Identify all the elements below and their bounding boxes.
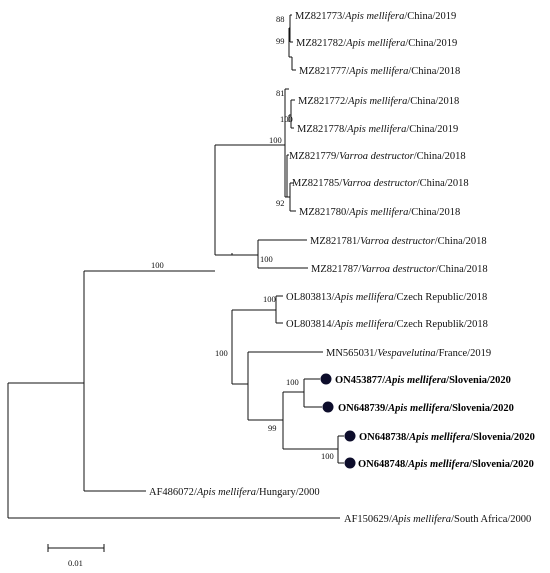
taxon-label-highlighted: ON648748/Apis mellifera/Slovenia/2020 — [358, 459, 534, 470]
slovenia-marker-icon — [320, 373, 332, 385]
taxon-label: MZ821782/Apis mellifera/China/2019 — [296, 38, 457, 49]
taxon-label-highlighted: ON648739/Apis mellifera/Slovenia/2020 — [338, 403, 514, 414]
taxon-label: MZ821773/Apis mellifera/China/2019 — [295, 11, 456, 22]
taxon-label: MZ821772/Apis mellifera/China/2018 — [298, 96, 459, 107]
slovenia-marker-icon — [322, 401, 334, 413]
bootstrap-value: 100 — [260, 254, 273, 264]
taxon-label: MZ821787/Varroa destructor/China/2018 — [311, 264, 488, 275]
bootstrap-value: 100 — [321, 451, 334, 461]
bootstrap-value: 100 — [269, 135, 282, 145]
taxon-label: MZ821785/Varroa destructor/China/2018 — [292, 178, 469, 189]
scale-bar: 0.01 — [68, 558, 83, 568]
bootstrap-value: 99 — [268, 423, 277, 433]
taxon-label-highlighted: ON453877/Apis mellifera/Slovenia/2020 — [335, 375, 511, 386]
taxon-label: AF150629/Apis mellifera/South Africa/200… — [344, 514, 531, 525]
tree-branches — [7, 14, 344, 552]
slovenia-marker-icon — [344, 457, 356, 469]
taxon-label: MN565031/Vespavelutina/France/2019 — [326, 348, 491, 359]
taxon-label: OL803813/Apis mellifera/Czech Republic/2… — [286, 292, 487, 303]
slovenia-marker-icon — [344, 430, 356, 442]
taxon-label: MZ821781/Varroa destructor/China/2018 — [310, 236, 487, 247]
taxon-label-highlighted: ON648738/Apis mellifera/Slovenia/2020 — [359, 432, 535, 443]
bootstrap-value: 92 — [276, 198, 285, 208]
taxon-label: AF486072/Apis mellifera/Hungary/2000 — [149, 487, 320, 498]
taxon-label: OL803814/Apis mellifera/Czech Republik/2… — [286, 319, 488, 330]
bootstrap-value: 100 — [263, 294, 276, 304]
slovenia-markers — [320, 373, 356, 469]
taxon-label: MZ821777/Apis mellifera/China/2018 — [299, 66, 460, 77]
taxon-labels: MZ821773/Apis mellifera/China/2019 MZ821… — [149, 11, 535, 525]
bootstrap-value: 88 — [276, 14, 285, 24]
scale-bar-label: 0.01 — [68, 558, 83, 568]
bootstrap-value: 100 — [286, 377, 299, 387]
taxon-label: MZ821778/Apis mellifera/China/2019 — [297, 124, 458, 135]
bootstrap-value: 81 — [276, 88, 285, 98]
bootstrap-value: 100 — [215, 348, 228, 358]
bootstrap-value: 100 — [151, 260, 164, 270]
taxon-label: MZ821780/Apis mellifera/China/2018 — [299, 207, 460, 218]
bootstrap-value: 100 — [280, 114, 293, 124]
bootstrap-values: 88 99 81 100 100 92 100 100 100 100 100 … — [151, 14, 334, 461]
taxon-label: MZ821779/Varroa destructor/China/2018 — [289, 151, 466, 162]
bootstrap-value: 99 — [276, 36, 285, 46]
